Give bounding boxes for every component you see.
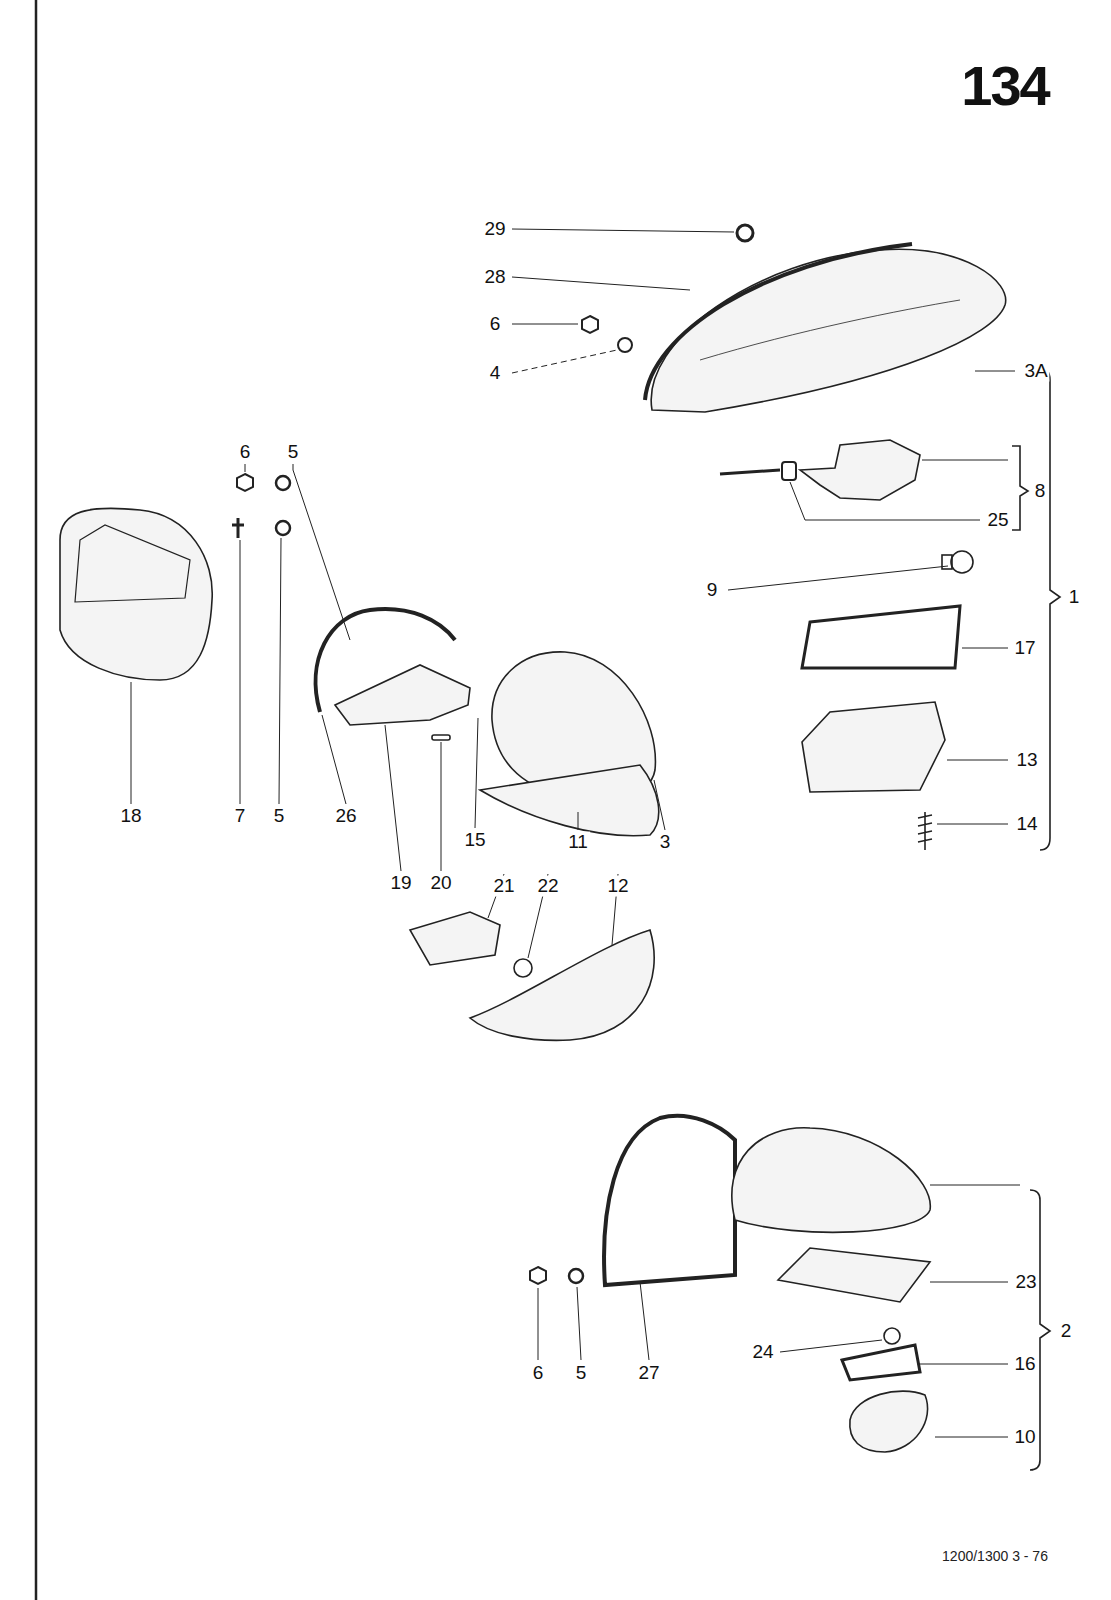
callout-number: 20 xyxy=(428,873,453,894)
callout-number: 5 xyxy=(272,806,287,827)
callout-number: 12 xyxy=(605,876,630,897)
callout-number: 1 xyxy=(1067,587,1082,608)
callout-number: 4 xyxy=(488,363,503,384)
callout-number: 9 xyxy=(705,580,720,601)
callout-number: 16 xyxy=(1012,1354,1037,1375)
callout-number: 15 xyxy=(462,830,487,851)
callout-number: 26 xyxy=(333,806,358,827)
callout-number: 17 xyxy=(1012,638,1037,659)
callout-number: 21 xyxy=(491,876,516,897)
callout-number: 3 xyxy=(658,832,673,853)
callout-number: 6 xyxy=(488,314,503,335)
callout-number: 6 xyxy=(238,442,253,463)
callout-number: 5 xyxy=(286,442,301,463)
callout-number: 7 xyxy=(233,806,248,827)
callout-number: 2 xyxy=(1059,1321,1074,1342)
callout-number: 5 xyxy=(574,1363,589,1384)
callout-number: 24 xyxy=(750,1342,775,1363)
model-date-caption: 1200/1300 3 - 76 xyxy=(942,1548,1048,1564)
callout-number: 6 xyxy=(531,1363,546,1384)
callout-number: 28 xyxy=(482,267,507,288)
callout-number: 8 xyxy=(1033,481,1048,502)
callout-number: 11 xyxy=(566,832,590,853)
callout-number: 22 xyxy=(535,876,560,897)
callout-number: 14 xyxy=(1014,814,1039,835)
callout-number: 27 xyxy=(636,1363,661,1384)
callout-number: 18 xyxy=(118,806,143,827)
callout-number: 10 xyxy=(1012,1427,1037,1448)
callout-number: 13 xyxy=(1014,750,1039,771)
callout-number: 23 xyxy=(1013,1272,1038,1293)
callout-number: 19 xyxy=(388,873,413,894)
page-number: 134 xyxy=(961,58,1048,114)
callout-number: 29 xyxy=(482,219,507,240)
callout-number: 3A xyxy=(1022,361,1049,382)
callout-number: 25 xyxy=(985,510,1010,531)
